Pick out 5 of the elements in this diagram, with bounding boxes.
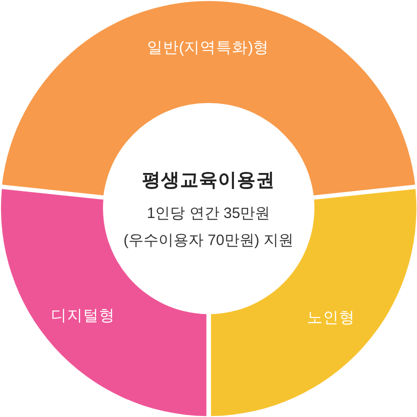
segment-label: 일반(지역특화)형 — [146, 39, 270, 57]
center-text: 1인당 연간 35만원 (우수이용자 70만원) 지원 — [122, 204, 294, 251]
segment-label: 디지털형 — [50, 307, 115, 324]
center-title: 평생교육이용권 — [142, 169, 275, 192]
segment-label: 노인형 — [306, 309, 355, 326]
